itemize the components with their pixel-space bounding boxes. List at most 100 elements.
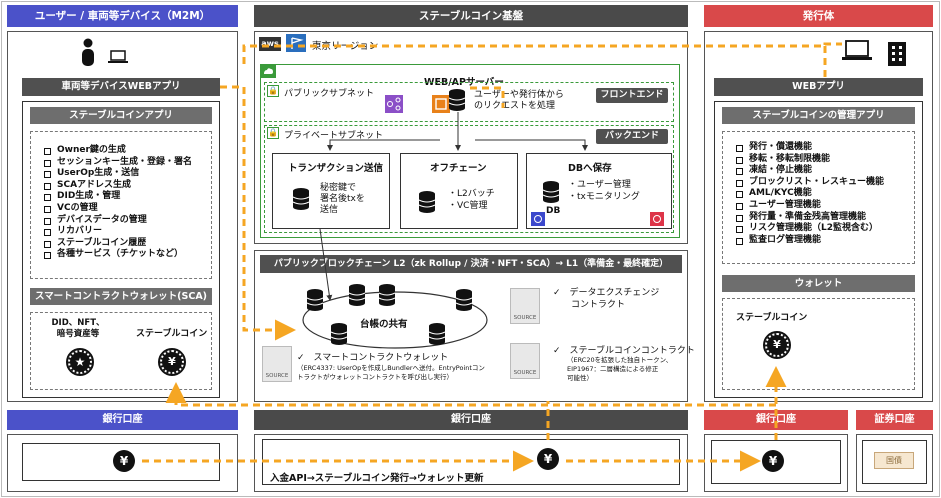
offchain-items: ・L2バッチ ・VC管理 <box>448 188 495 212</box>
user-feature-item: 各種サービス（チケットなど） <box>42 249 192 261</box>
user-bank-header: 銀行口座 <box>7 410 238 430</box>
issuer-feature-item: 発行量・準備金残高管理機能 <box>734 212 884 224</box>
user-feature-item: UserOp生成・送信 <box>42 168 192 180</box>
nft-star-icon: ★ <box>66 348 94 376</box>
issuer-wallet-box <box>722 298 915 390</box>
user-feature-item: SCAアドレス生成 <box>42 180 192 192</box>
user-stablecoin-label: ステーブルコイン <box>136 329 208 339</box>
storage-db-icon <box>542 181 560 203</box>
db-box <box>526 153 672 229</box>
user-feature-item: ステーブルコイン履歴 <box>42 238 192 250</box>
dex-contract-line: ✓ データエクスチェンジ <box>553 288 660 298</box>
tx-desc-line: 送信 <box>320 205 339 215</box>
person-icon <box>82 38 94 66</box>
offchain-db-icon <box>418 191 436 213</box>
issuer-feature-list: 発行・償還機能 移転・移転制限機能 凍結・停止機能 ブロックリスト・レスキュー機… <box>734 142 884 246</box>
platform-bank-header: 銀行口座 <box>254 410 688 430</box>
private-subnet-label: プライベートサブネット <box>284 131 384 141</box>
platform-yen-icon: ¥ <box>537 448 559 470</box>
db-item: ・ユーザー管理 <box>568 180 631 190</box>
sca-contract-note: （ERC4337: UserOpを作成しBundlerへ送付。EntryPoin… <box>297 364 485 372</box>
asset-label-line: 暗号資産等 <box>56 329 100 339</box>
tx-desc-line: 署名後txを <box>320 194 365 204</box>
device-webapp-bar: 車両等デバイスWEBアプリ <box>22 78 220 96</box>
user-feature-item: Owner鍵の生成 <box>42 145 192 157</box>
load-balancer-icon <box>385 95 403 113</box>
issuer-feature-item: リスク管理機能（L2監視含む） <box>734 223 884 235</box>
ledger-label: 台帳の共有 <box>360 319 408 330</box>
asset-label-line: DID、NFT、 <box>51 318 105 328</box>
coin-contract-title: ✓ ステーブルコインコントラクト <box>553 346 695 356</box>
issuer-yen-icon: ¥ <box>762 450 784 472</box>
asset-label: DID、NFT、 暗号資産等 <box>47 318 109 340</box>
coin-contract-note: （ERC20を拡張した独自トークン、 <box>567 356 673 364</box>
server-db-icon <box>448 89 466 111</box>
device-app-frame <box>22 101 220 398</box>
offchain-title: オフチェーン <box>430 163 487 174</box>
dex-contract-line: コントラクト <box>553 300 626 310</box>
db-title: DBへ保存 <box>568 163 612 174</box>
issuer-feature-item: ユーザー管理機能 <box>734 200 884 212</box>
backend-badge: バックエンド <box>596 129 668 144</box>
issuer-feature-item: 移転・移転制限機能 <box>734 154 884 166</box>
request-label-line: ユーザーや発行体から <box>474 90 564 100</box>
blockchain-title: パブリックブロックチェーン L2（zk Rollup / 決済・NFT・SCA）… <box>260 255 682 273</box>
rds-icon <box>531 212 545 226</box>
user-yen-icon: ¥ <box>113 450 135 472</box>
coin-source-icon <box>510 343 540 379</box>
region-flag-icon <box>286 34 306 52</box>
issuer-stablecoin-label: ステーブルコイン <box>736 313 808 323</box>
user-feature-item: セッションキー生成・登録・署名 <box>42 157 192 169</box>
security-icon <box>650 212 664 226</box>
user-stablecoin-icon: ¥ <box>158 348 186 376</box>
node-db-icon <box>428 323 446 345</box>
dex-source-icon <box>510 288 540 324</box>
sca-source-icon <box>262 346 292 382</box>
issuer-feature-item: AML/KYC機能 <box>734 188 884 200</box>
issuer-feature-item: ブロックリスト・レスキュー機能 <box>734 177 884 189</box>
db-items: ・ユーザー管理 ・txモニタリング <box>568 179 640 203</box>
user-feature-item: DID生成・管理 <box>42 191 192 203</box>
issuer-app-frame <box>714 101 923 398</box>
request-label-line: のリクエストを処理 <box>474 101 556 111</box>
user-feature-list: Owner鍵の生成 セッションキー生成・登録・署名 UserOp生成・送信 SC… <box>42 145 192 261</box>
issuer-feature-item: 発行・償還機能 <box>734 142 884 154</box>
region-label: 東京リージョン <box>312 41 379 52</box>
platform-column-header: ステーブルコイン基盤 <box>254 5 688 27</box>
sca-contract-note: トラクトがウォレットコントラクトを呼び出し実行） <box>297 373 453 381</box>
user-feature-item: VCの管理 <box>42 203 192 215</box>
tx-desc-line: 秘密鍵で <box>320 183 357 193</box>
user-feature-item: リカバリー <box>42 226 192 238</box>
securities-inner <box>862 440 927 484</box>
node-db-icon <box>330 323 348 345</box>
securities-header: 証券口座 <box>856 410 933 430</box>
db-label: DB <box>546 206 561 216</box>
node-db-icon <box>455 289 473 311</box>
node-db-icon <box>306 289 324 311</box>
user-column-header: ユーザー / 車両等デバイス（M2M） <box>7 5 238 27</box>
issuer-bank-header: 銀行口座 <box>704 410 848 430</box>
coin-contract-note: 可能性） <box>567 374 593 382</box>
cloud-icon <box>260 64 276 78</box>
sca-contract-title: ✓ スマートコントラクトウォレット <box>297 353 449 363</box>
public-lock-icon: 🔒 <box>267 85 279 97</box>
coin-contract-note: EIP1967：二層構造による修正 <box>567 365 659 373</box>
user-features-box <box>30 131 212 279</box>
issuer-webapp-bar: WEBアプリ <box>714 78 923 96</box>
offchain-item: ・VC管理 <box>448 201 488 211</box>
offchain-item: ・L2バッチ <box>448 189 495 199</box>
tx-desc: 秘密鍵で 署名後txを 送信 <box>320 183 365 216</box>
issuer-feature-item: 監査ログ管理機能 <box>734 235 884 247</box>
issuer-features-box <box>722 131 915 264</box>
dex-contract-label: ✓ データエクスチェンジ コントラクト <box>553 287 659 311</box>
issuer-wallet-bar: ウォレット <box>722 275 915 292</box>
stablecoin-app-bar: ステーブルコインアプリ <box>30 107 212 124</box>
node-db-icon <box>378 284 396 306</box>
issuer-column-header: 発行体 <box>704 5 933 27</box>
coin-contract-notes: （ERC20を拡張した独自トークン、 EIP1967：二層構造による修正 可能性… <box>567 356 672 383</box>
issuer-stablecoin-icon: ¥ <box>763 331 791 359</box>
frontend-badge: フロントエンド <box>596 88 668 103</box>
building-icon <box>888 42 906 66</box>
tx-db-icon <box>292 188 310 210</box>
